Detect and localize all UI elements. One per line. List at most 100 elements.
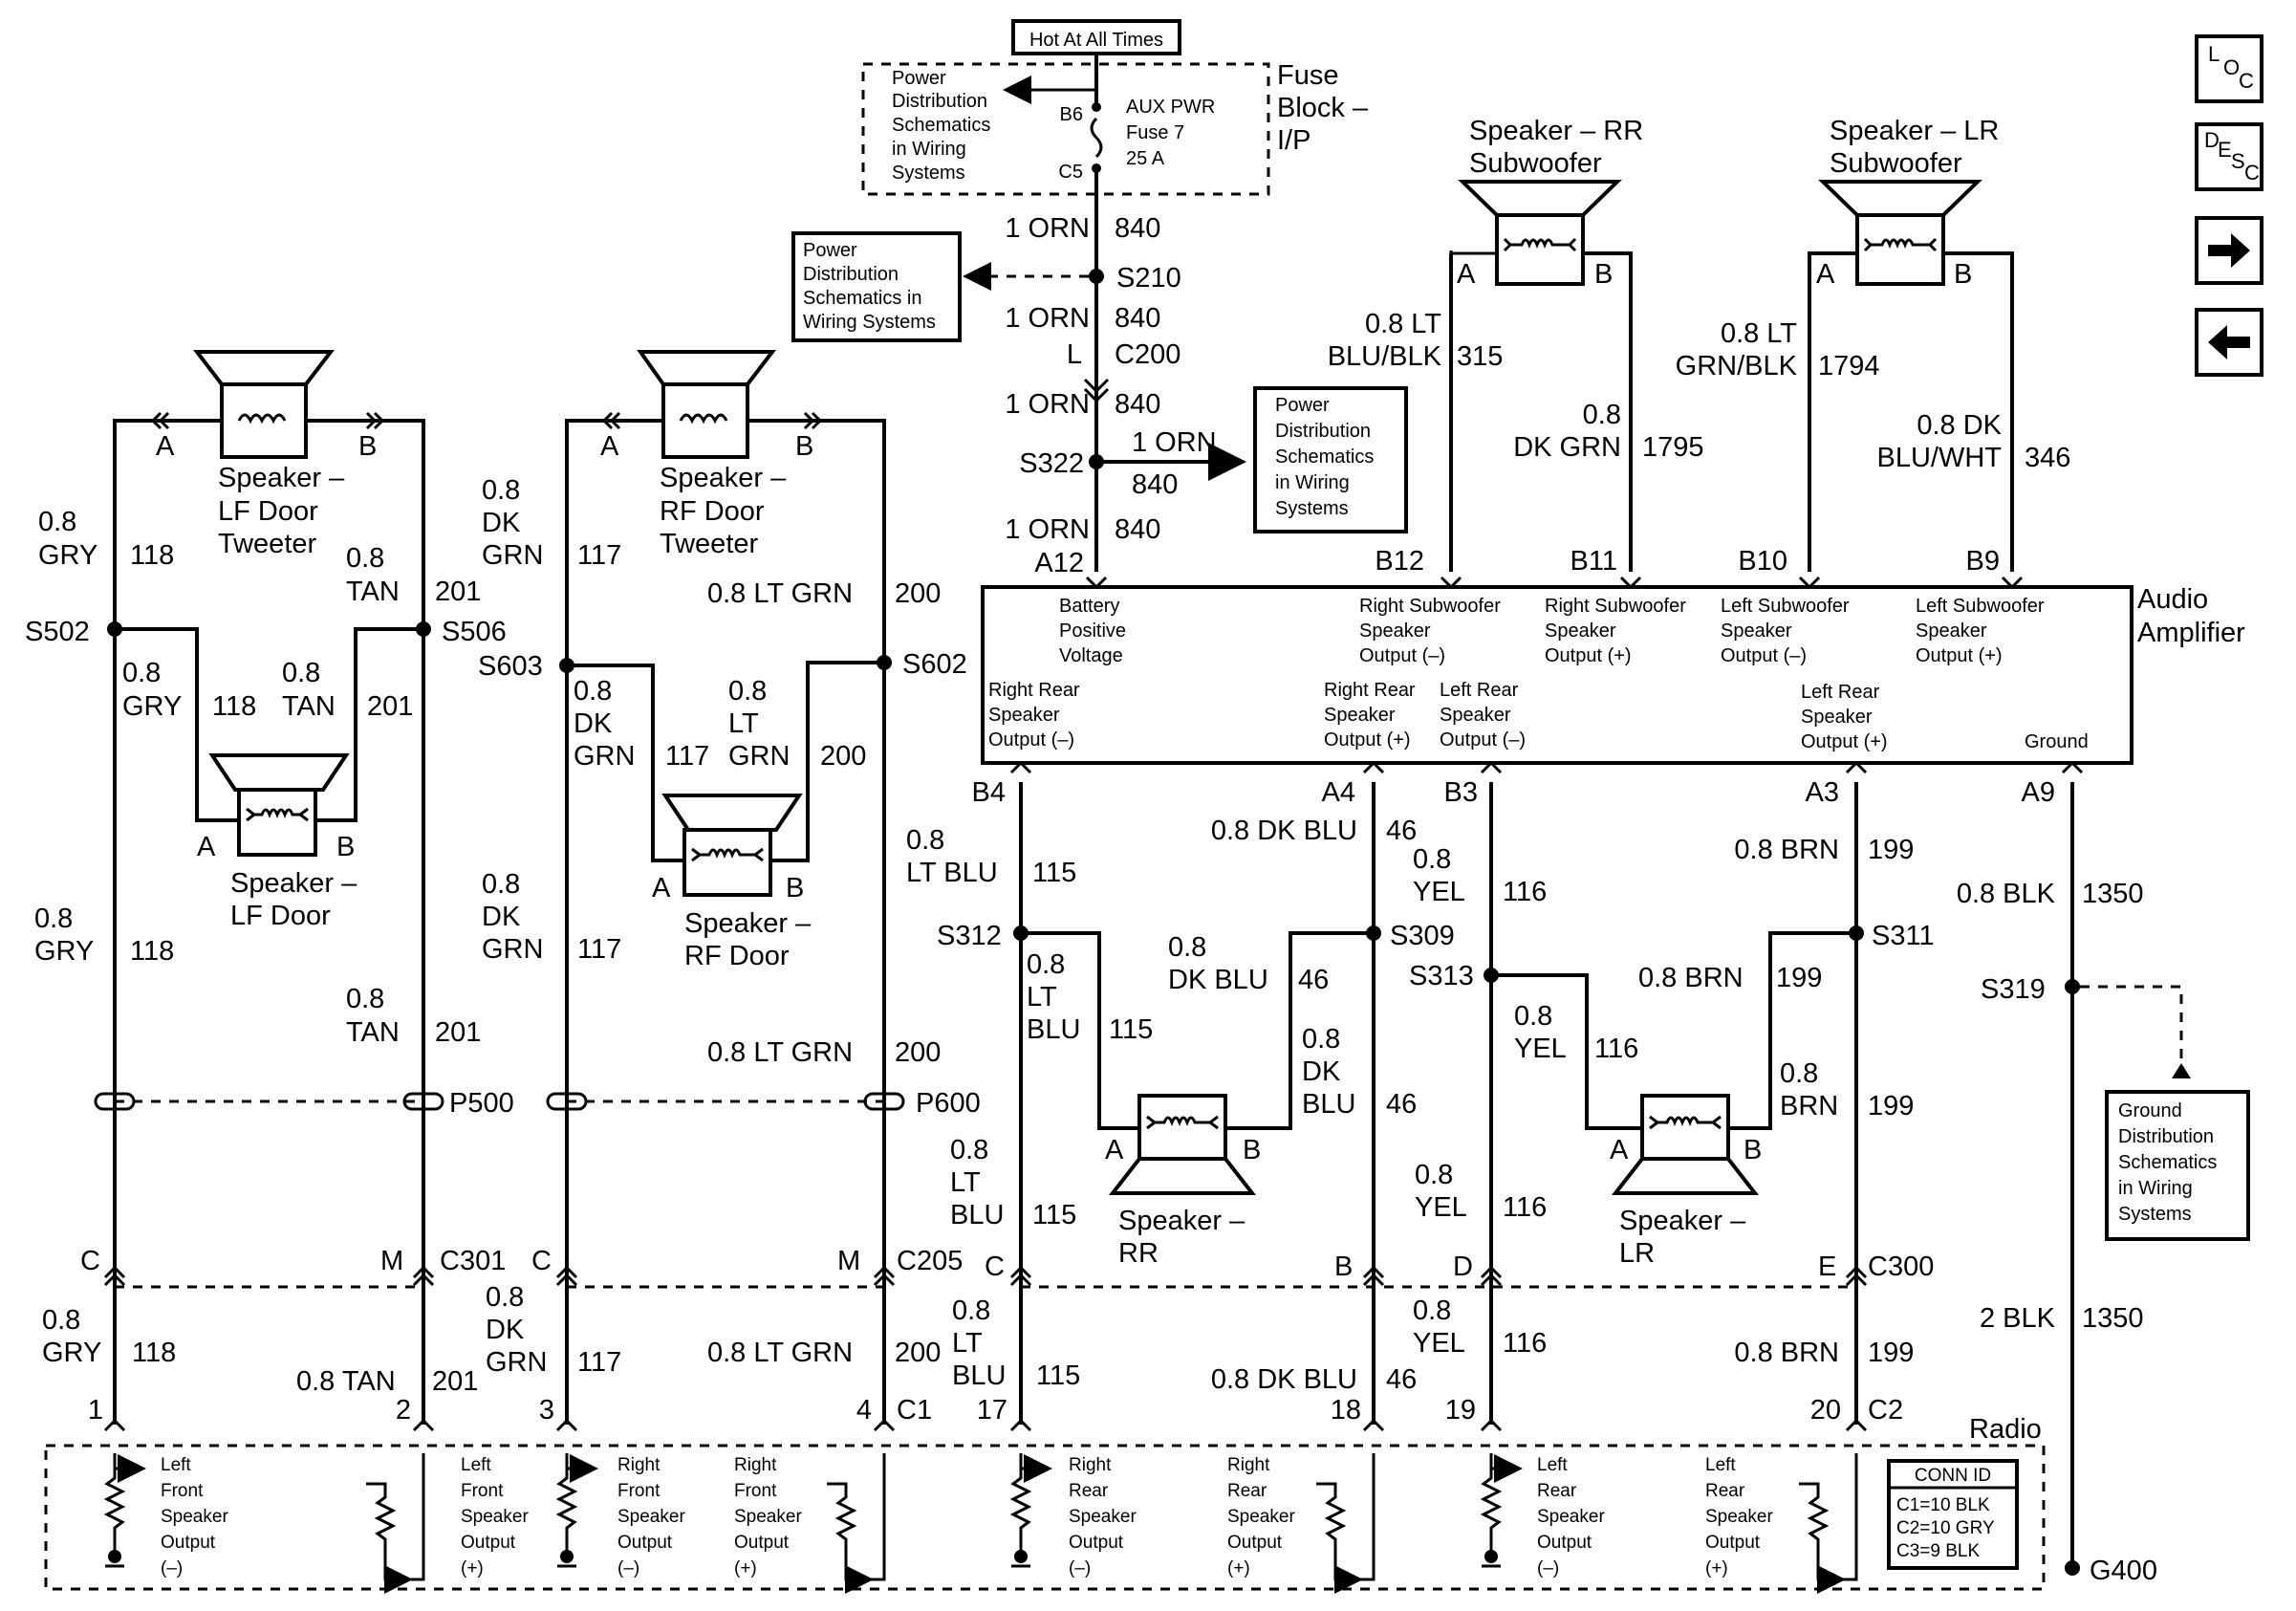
power-distribution-ref-box-2	[1253, 386, 1408, 533]
svg-text:CONN ID: CONN ID	[1915, 1466, 1991, 1486]
svg-text:Left Rear: Left Rear	[1440, 680, 1519, 701]
svg-text:Speaker –: Speaker –	[1118, 1206, 1245, 1236]
svg-text:Tweeter: Tweeter	[218, 529, 316, 559]
svg-text:Distribution: Distribution	[892, 91, 987, 112]
svg-text:46: 46	[1386, 1089, 1417, 1120]
svg-text:LT BLU: LT BLU	[906, 858, 998, 888]
svg-text:GRY: GRY	[42, 1338, 101, 1368]
svg-text:RF Door: RF Door	[660, 496, 765, 527]
svg-text:Subwoofer: Subwoofer	[1830, 148, 1962, 179]
svg-text:Schematics: Schematics	[2118, 1152, 2217, 1173]
svg-text:LF Door: LF Door	[218, 496, 318, 527]
svg-text:Output (–): Output (–)	[988, 729, 1074, 751]
radio-output-label: Speaker	[617, 1507, 685, 1527]
audio-amplifier: Audio Amplifier Battery Positive Voltage…	[981, 584, 2245, 765]
svg-text:Schematics: Schematics	[892, 115, 990, 136]
svg-text:Right Rear: Right Rear	[988, 680, 1080, 701]
svg-text:0.8 LT: 0.8 LT	[1721, 318, 1797, 349]
radio-output-label: Left	[461, 1455, 491, 1475]
audio-amplifier-box	[981, 585, 2134, 765]
loc-button[interactable]: L O C	[2195, 34, 2264, 103]
radio-output-label: Front	[461, 1481, 504, 1501]
svg-text:C5: C5	[1058, 162, 1083, 183]
radio-output-label: (–)	[1537, 1558, 1559, 1578]
svg-text:0.8: 0.8	[1514, 1001, 1552, 1032]
svg-text:0.8: 0.8	[1027, 949, 1065, 980]
svg-text:S312: S312	[937, 921, 1002, 951]
svg-text:115: 115	[1036, 1361, 1080, 1391]
radio-output-label: Speaker	[734, 1507, 802, 1527]
radio-output-label: (–)	[617, 1558, 639, 1578]
svg-text:A: A	[600, 431, 619, 462]
radio-output-label: Speaker	[1705, 1507, 1773, 1527]
radio-output-label: Output	[161, 1533, 216, 1553]
svg-text:0.8 DK BLU: 0.8 DK BLU	[1211, 1364, 1357, 1395]
svg-text:20: 20	[1810, 1395, 1841, 1426]
fuse-symbol	[1090, 117, 1103, 159]
svg-text:0.8 BRN: 0.8 BRN	[1734, 1338, 1839, 1368]
svg-text:LT: LT	[952, 1328, 983, 1359]
svg-text:1 ORN: 1 ORN	[1005, 514, 1090, 545]
svg-text:B4: B4	[972, 777, 1006, 808]
radio-output-label: (+)	[734, 1558, 757, 1578]
conn-id-table	[1887, 1459, 2019, 1570]
svg-text:Tweeter: Tweeter	[660, 529, 758, 559]
radio-output-label: Output	[734, 1533, 790, 1553]
svg-text:0.8: 0.8	[122, 658, 161, 688]
lower-connectors: C M C301 C M C205 C B D E C300 0.8 GRY 1…	[42, 1246, 2144, 1432]
svg-text:1350: 1350	[2082, 1303, 2144, 1334]
svg-text:Output (+): Output (+)	[1916, 645, 2003, 666]
svg-text:0.8: 0.8	[1168, 932, 1206, 963]
svg-text:LT: LT	[1027, 982, 1057, 1012]
svg-text:0.8: 0.8	[1413, 844, 1451, 875]
svg-text:0.8: 0.8	[486, 1282, 524, 1313]
svg-text:117: 117	[577, 540, 621, 571]
svg-text:A: A	[1610, 1135, 1629, 1165]
svg-text:E: E	[1818, 1252, 1836, 1282]
svg-text:S506: S506	[442, 617, 507, 647]
svg-text:BLU: BLU	[952, 1361, 1006, 1391]
desc-button[interactable]: D E S C	[2195, 122, 2264, 191]
splice-s210	[1089, 269, 1104, 284]
svg-text:DK GRN: DK GRN	[1513, 432, 1621, 463]
svg-text:in Wiring: in Wiring	[892, 139, 966, 160]
svg-text:Fuse 7: Fuse 7	[1126, 122, 1184, 143]
svg-text:BLU: BLU	[1302, 1089, 1355, 1120]
svg-text:0.8 LT GRN: 0.8 LT GRN	[707, 1037, 853, 1068]
svg-text:DK: DK	[482, 902, 521, 932]
svg-text:C1=10 BLK: C1=10 BLK	[1896, 1495, 1990, 1515]
svg-text:0.8: 0.8	[482, 475, 520, 506]
ground-distribution-ref-box	[2105, 1090, 2250, 1241]
svg-text:DK: DK	[486, 1315, 525, 1345]
svg-text:Distribution: Distribution	[803, 264, 899, 285]
svg-text:TAN: TAN	[282, 691, 336, 722]
svg-text:200: 200	[895, 1338, 941, 1368]
svg-text:840: 840	[1115, 213, 1160, 244]
svg-text:B: B	[358, 431, 377, 462]
svg-text:DK BLU: DK BLU	[1168, 965, 1268, 995]
connector-p600: P600	[916, 1088, 981, 1119]
svg-text:0.8: 0.8	[1415, 1160, 1453, 1190]
prev-page-button[interactable]	[2195, 308, 2264, 377]
svg-text:A: A	[652, 873, 671, 903]
svg-text:GRN: GRN	[482, 540, 543, 571]
lf-tweeter-body	[220, 382, 308, 459]
svg-text:BLU/WHT: BLU/WHT	[1877, 443, 2003, 473]
svg-text:115: 115	[1032, 1200, 1076, 1230]
svg-text:A: A	[197, 832, 216, 862]
radio-output-label: (+)	[461, 1558, 484, 1578]
svg-text:S603: S603	[478, 651, 543, 682]
radio-outputs: LeftFrontSpeakerOutput(–)LeftFrontSpeake…	[103, 1453, 1858, 1594]
svg-text:I/P: I/P	[1277, 125, 1310, 156]
svg-text:YEL: YEL	[1514, 1034, 1567, 1064]
svg-text:RR: RR	[1118, 1238, 1159, 1269]
svg-text:Voltage: Voltage	[1059, 645, 1123, 666]
svg-text:0.8: 0.8	[950, 1135, 988, 1165]
radio-output-label: Front	[161, 1481, 204, 1501]
next-page-button[interactable]	[2195, 216, 2264, 285]
svg-text:1 ORN: 1 ORN	[1132, 427, 1217, 458]
fuse-name: AUX PWR	[1126, 97, 1215, 118]
svg-text:Power: Power	[1275, 395, 1330, 416]
